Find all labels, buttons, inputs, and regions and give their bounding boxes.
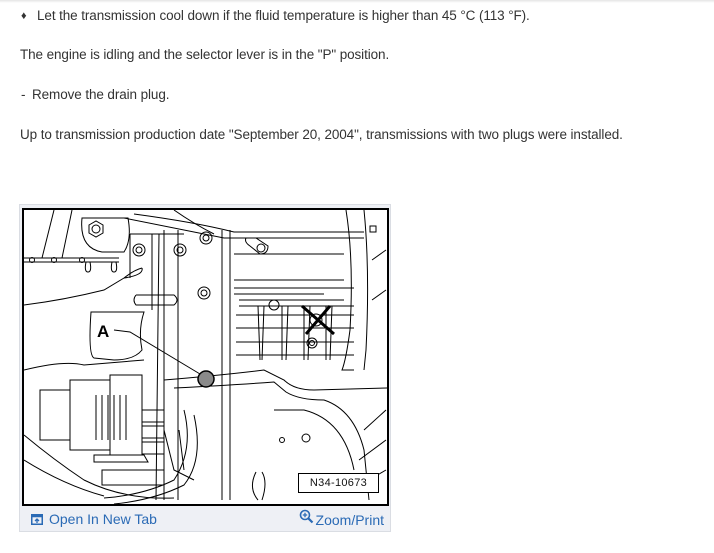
open-new-tab-icon bbox=[31, 513, 43, 525]
figure-reference-code: N34-10673 bbox=[298, 473, 379, 493]
paragraph-production-date: Up to transmission production date "Sept… bbox=[20, 127, 623, 142]
bullet-item: ♦ Let the transmission cool down if the f… bbox=[21, 7, 530, 25]
figure-footer: Open In New Tab Zoom/Print bbox=[20, 506, 390, 532]
bullet-text: Let the transmission cool down if the fl… bbox=[37, 8, 530, 23]
top-shadow bbox=[0, 0, 714, 3]
diamond-bullet-icon: ♦ bbox=[21, 10, 27, 22]
zoom-print-link[interactable]: Zoom/Print bbox=[299, 509, 384, 528]
figure-image[interactable]: A N34-10673 bbox=[22, 208, 389, 506]
step-dash: - bbox=[21, 87, 26, 102]
figure-card: A N34-10673 Open In New Tab Zoom/Print bbox=[19, 204, 391, 532]
zoom-print-label: Zoom/Print bbox=[315, 512, 384, 528]
step-text: Remove the drain plug. bbox=[32, 87, 170, 102]
paragraph-engine-idling: The engine is idling and the selector le… bbox=[20, 47, 390, 62]
step-item: -Remove the drain plug. bbox=[21, 86, 169, 104]
open-in-new-tab-label: Open In New Tab bbox=[49, 511, 157, 527]
callout-label-a: A bbox=[97, 322, 110, 341]
magnifier-plus-icon bbox=[299, 509, 313, 524]
transmission-diagram bbox=[24, 210, 387, 504]
open-in-new-tab-link[interactable]: Open In New Tab bbox=[31, 511, 157, 527]
